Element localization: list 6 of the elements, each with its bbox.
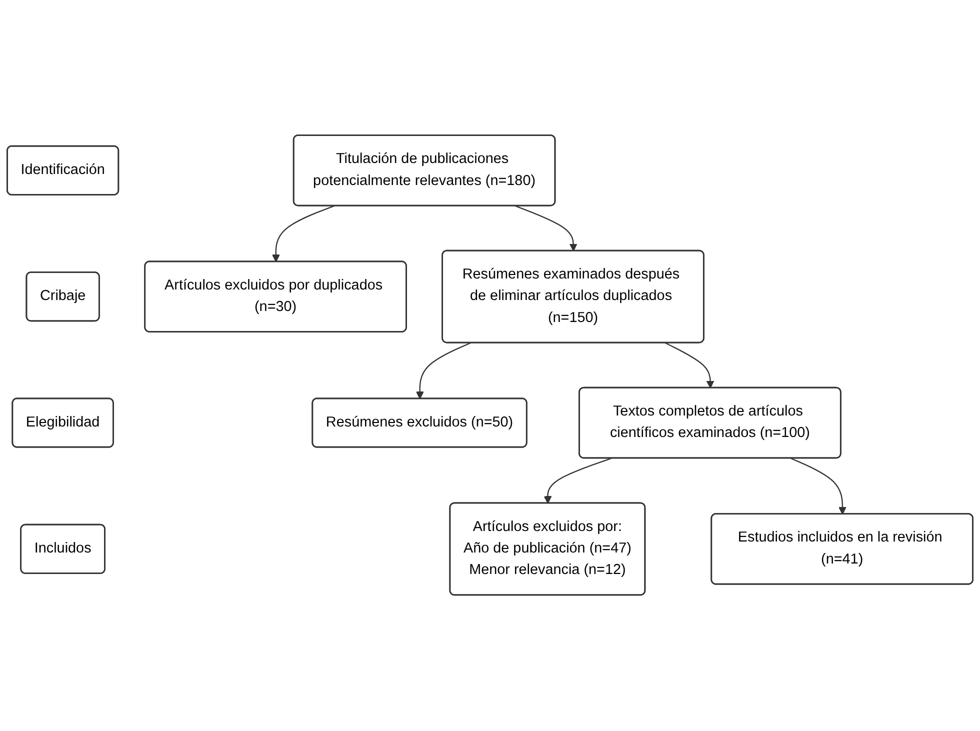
arrow	[665, 342, 714, 389]
arrow	[272, 206, 334, 263]
arrow	[790, 458, 846, 516]
arrow	[515, 206, 578, 252]
arrow	[544, 458, 612, 504]
arrow	[416, 342, 471, 400]
